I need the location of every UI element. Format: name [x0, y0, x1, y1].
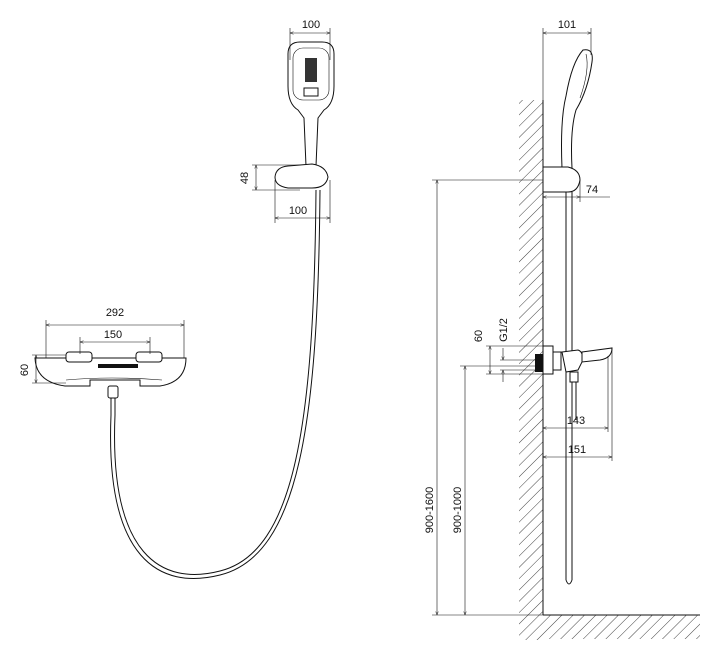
- dim-150: 150: [104, 329, 122, 341]
- dim-143: 143: [567, 415, 585, 427]
- shower-holder: [274, 163, 329, 189]
- dim-100-head: 100: [302, 19, 320, 31]
- dim-292: 292: [106, 307, 124, 319]
- floor-hatch: [543, 615, 700, 639]
- dim-900-1000: 900-1000: [452, 487, 464, 534]
- dim-74: 74: [586, 184, 598, 196]
- dim-60-left: 60: [19, 364, 31, 376]
- hose: [110, 189, 321, 579]
- dim-60-side: 60: [473, 330, 485, 342]
- hand-shower-front: [287, 41, 335, 167]
- dim-900-1600: 900-1600: [424, 487, 436, 534]
- side-mixer: [535, 345, 613, 420]
- hand-shower-side: [561, 49, 593, 169]
- dim-101: 101: [558, 19, 576, 31]
- front-view: 292 150 60 100 48 100: [19, 19, 335, 579]
- side-holder: [542, 166, 581, 193]
- dim-g12: G1/2: [498, 318, 510, 342]
- dim-48: 48: [239, 172, 251, 184]
- side-view: 101 74 60 G1/2 143 151 900-1600 900-1000: [424, 19, 700, 640]
- dim-100-holder: 100: [289, 205, 307, 217]
- dim-151: 151: [568, 444, 586, 456]
- mixer-body: [34, 351, 187, 415]
